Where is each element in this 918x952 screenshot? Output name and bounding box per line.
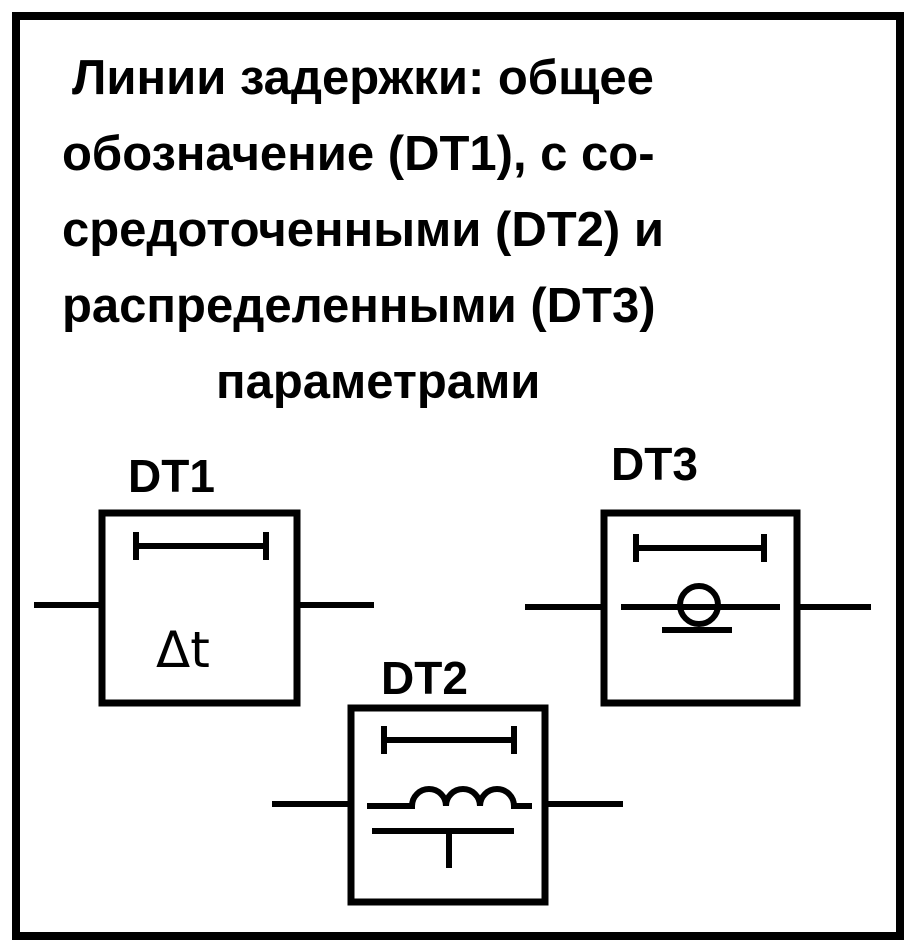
dt1-delay-bar	[133, 532, 269, 560]
title-line: параметрами	[216, 355, 541, 409]
title-line: Линии задержки: общее	[72, 51, 654, 105]
dt3-distributed-line-icon	[621, 583, 780, 633]
title-line: распределенными (DT3)	[62, 279, 656, 333]
dt3-symbol: DT3	[525, 438, 871, 707]
dt2-delay-bar	[381, 726, 517, 754]
dt2-capacitor-plate-icon	[372, 828, 514, 868]
title-line: средоточенными (DT2) и	[62, 203, 664, 257]
dt2-label: DT2	[381, 652, 468, 704]
dt1-delta-t-symbol: Δt	[156, 621, 210, 679]
dt2-symbol: DT2	[272, 652, 623, 906]
dt2-inductor-coil-icon	[367, 786, 532, 809]
dt3-delay-bar	[633, 534, 767, 562]
dt1-symbol: DT1 Δt	[34, 450, 374, 707]
title-line: обозначение (DT1), с со-	[62, 127, 655, 181]
dt3-label: DT3	[611, 438, 698, 490]
diagram-title: Линии задержки: общее обозначение (DT1),…	[20, 40, 898, 420]
dt1-label: DT1	[128, 450, 215, 502]
